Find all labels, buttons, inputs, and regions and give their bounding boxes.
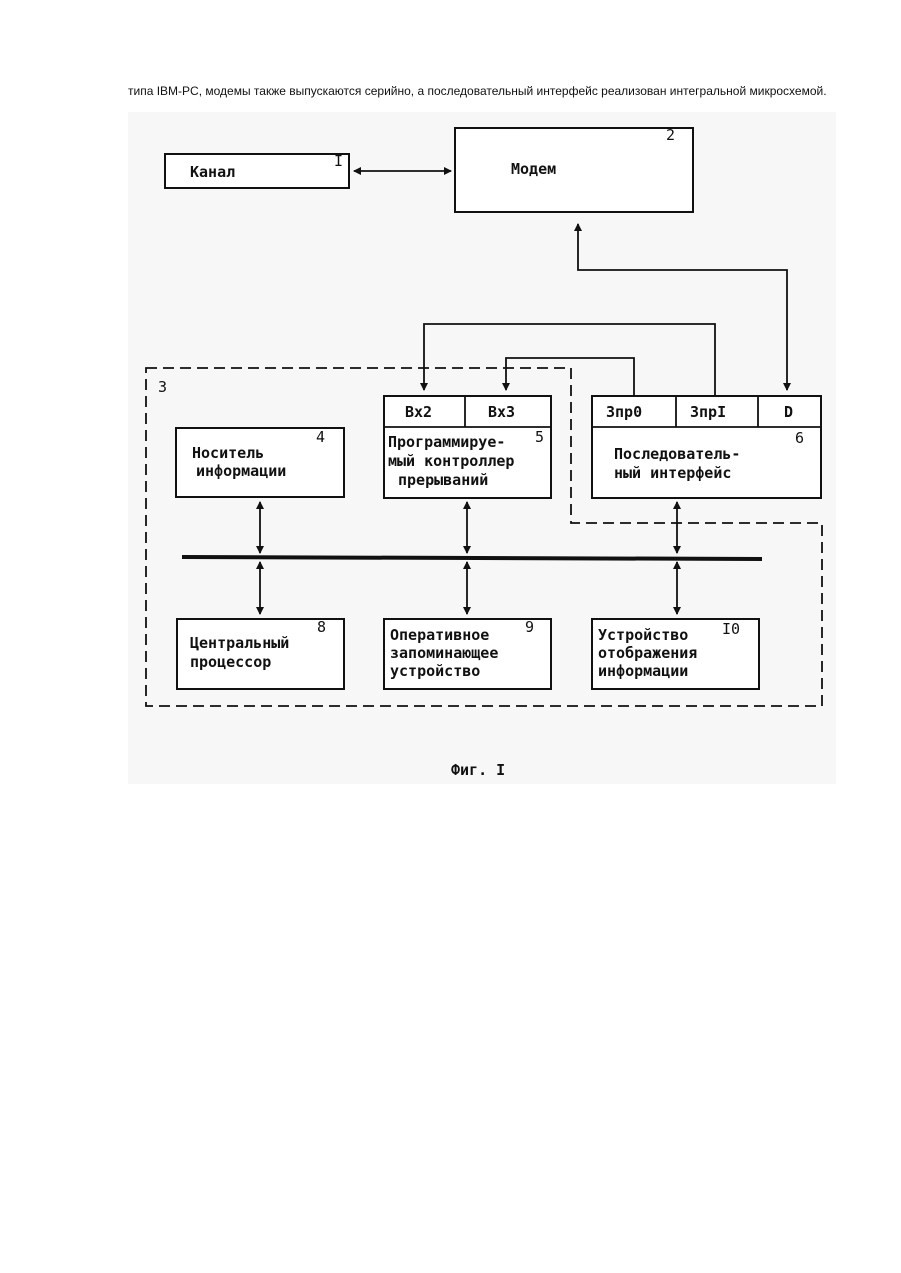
display-label-2: отображения (598, 644, 697, 662)
storage-block: Носитель информации 4 (176, 428, 344, 497)
interface-output-zpr0: Зпр0 (606, 403, 642, 421)
cpu-label-2: процессор (190, 653, 271, 671)
controller-input-3: Вх3 (488, 403, 515, 421)
display-number: I0 (722, 620, 740, 638)
modem-block: Модем 2 (455, 126, 693, 212)
channel-block: Канал I (165, 152, 349, 188)
controller-number: 5 (535, 428, 544, 446)
controller-label-3: прерываний (398, 471, 488, 489)
interrupt-controller-block: Вх2 Вх3 Программируе- мый контроллер пре… (384, 396, 551, 498)
interface-label-2: ный интерфейс (614, 464, 731, 482)
storage-label-1: Носитель (192, 444, 264, 462)
system-bus (182, 557, 762, 559)
ram-label-3: устройство (390, 662, 480, 680)
display-block: Устройство отображения информации I0 (592, 619, 759, 689)
ram-label-2: запоминающее (390, 644, 498, 662)
serial-interface-block: Зпр0 ЗпрI D Последователь- ный интерфейс… (592, 396, 821, 498)
cpu-block: Центральный процессор 8 (177, 618, 344, 689)
display-label-3: информации (598, 662, 688, 680)
controller-input-2: Вх2 (405, 403, 432, 421)
ram-label-1: Оперативное (390, 626, 489, 644)
storage-number: 4 (316, 428, 325, 446)
zpr1-to-vx2-link (424, 324, 715, 396)
modem-number: 2 (666, 126, 675, 144)
figure-caption: Фиг. I (451, 761, 505, 779)
zpr0-to-vx3-link (506, 358, 634, 396)
modem-label: Модем (511, 160, 556, 178)
controller-label-1: Программируе- (388, 433, 505, 451)
display-label-1: Устройство (598, 626, 688, 644)
ram-number: 9 (525, 618, 534, 636)
cpu-number: 8 (317, 618, 326, 636)
storage-label-2: информации (196, 462, 286, 480)
cpu-label-1: Центральный (190, 634, 289, 652)
controller-label-2: мый контроллер (388, 452, 514, 470)
channel-label: Канал (190, 163, 235, 181)
interface-label-1: Последователь- (614, 445, 740, 463)
interface-output-zpr1: ЗпрI (690, 403, 726, 421)
interface-output-d: D (784, 403, 793, 421)
ram-block: Оперативное запоминающее устройство 9 (384, 618, 551, 689)
interface-number: 6 (795, 429, 804, 447)
computer-number: 3 (158, 378, 167, 396)
modem-interface-link (578, 224, 787, 390)
channel-number: I (334, 152, 343, 170)
